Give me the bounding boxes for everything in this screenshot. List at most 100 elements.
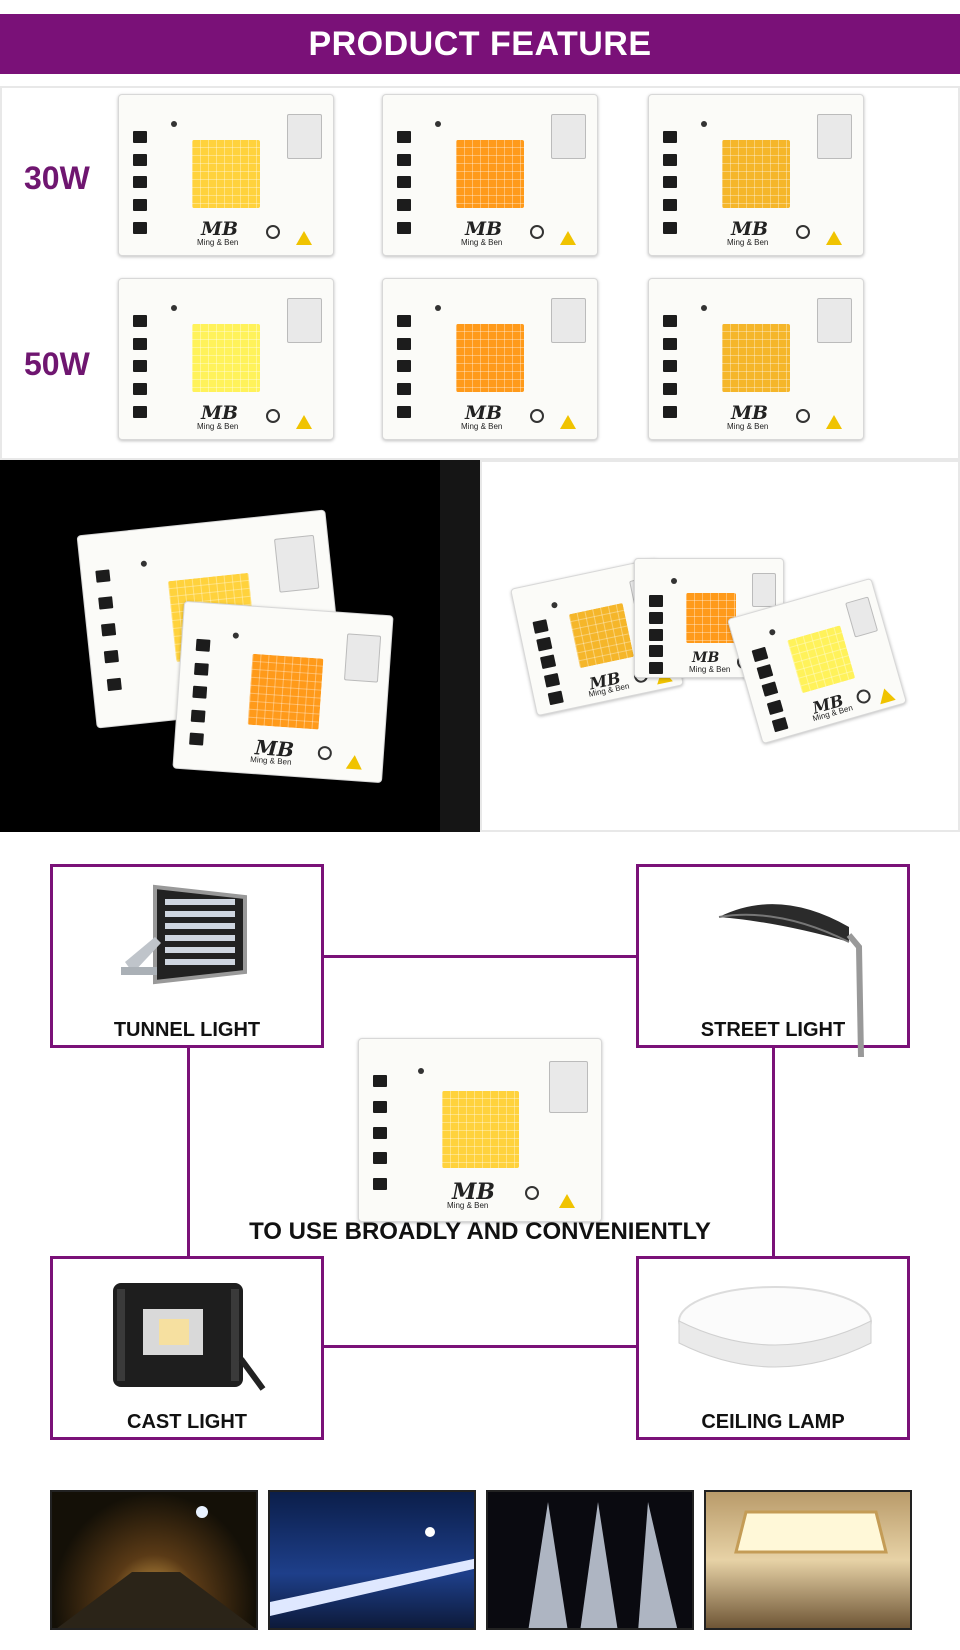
driver-strip [127, 293, 153, 427]
ceiling-lamp-icon [678, 1286, 872, 1368]
driver-ic [766, 699, 784, 715]
driver-ic [373, 1126, 387, 1139]
mounting-hole [140, 560, 148, 568]
brand-name: Ming & Ben [727, 238, 769, 247]
app-label: CEILING LAMP [701, 1411, 845, 1433]
led-array [192, 324, 260, 392]
warning-icon [560, 231, 576, 245]
brand-logo: MB [465, 402, 503, 424]
driver-ic [649, 595, 663, 607]
rectifier-components [551, 298, 586, 343]
brand-name: Ming & Ben [727, 422, 769, 431]
rectifier-components [752, 573, 776, 607]
connector-left [187, 1045, 190, 1257]
driver-ic [397, 131, 411, 143]
driver-ic [536, 636, 553, 652]
driver-ic [663, 337, 677, 350]
bridge-photo [268, 1490, 476, 1630]
driver-ic [133, 315, 147, 327]
driver-strip [522, 596, 569, 706]
rectifier-components [287, 114, 322, 159]
driver-ic [190, 709, 206, 723]
driver-ic [133, 221, 147, 234]
connector-top [322, 955, 638, 958]
mounting-hole [418, 1068, 424, 1074]
driver-ic [101, 623, 117, 637]
brand-logo: MB [201, 218, 239, 240]
mounting-hole [435, 121, 441, 127]
driver-strip [391, 109, 417, 243]
mounting-hole [171, 305, 177, 311]
led-array [722, 324, 790, 392]
led-array [568, 602, 634, 669]
tunnel-photo [50, 1490, 258, 1630]
led-array [247, 653, 324, 730]
street-light-icon [718, 904, 864, 1057]
driver-ic [540, 654, 557, 670]
warning-icon [296, 231, 312, 245]
driver-ic [133, 383, 147, 396]
driver-ic [397, 360, 411, 373]
driver-ic [397, 383, 411, 396]
driver-ic [547, 690, 564, 706]
app-label: TUNNEL LIGHT [113, 1019, 261, 1041]
driver-ic [663, 360, 677, 373]
stage-photo [486, 1490, 694, 1630]
driver-ic [373, 1100, 387, 1113]
app-label: CAST LIGHT [127, 1411, 247, 1433]
led-array [722, 140, 790, 208]
driver-ic [397, 337, 411, 350]
app-cast-light: CAST LIGHT [50, 1256, 324, 1440]
driver-ic [106, 677, 122, 691]
driver-strip [391, 293, 417, 427]
driver-ic [649, 628, 663, 641]
connector-bottom [322, 1345, 638, 1348]
driver-ic [133, 153, 147, 166]
driver-ic [532, 619, 549, 634]
driver-strip [87, 547, 130, 715]
screw-ring [854, 687, 873, 706]
driver-ic [397, 153, 411, 166]
brand-logo: MB [465, 218, 503, 240]
mounting-hole [671, 578, 677, 584]
driver-strip [367, 1053, 393, 1209]
app-tunnel-light: TUNNEL LIGHT [50, 864, 324, 1048]
driver-ic [663, 383, 677, 396]
rectifier-components [551, 114, 586, 159]
brand-logo: MB [452, 1179, 495, 1205]
warning-icon [559, 1194, 575, 1208]
driver-strip [657, 109, 683, 243]
brand-logo: MB [731, 218, 769, 240]
driver-ic [663, 199, 677, 212]
screw-ring [530, 409, 544, 423]
driver-ic [397, 199, 411, 212]
tunnel-light-icon [121, 884, 247, 985]
driver-strip [657, 293, 683, 427]
rectifier-components [343, 633, 382, 683]
mounting-hole [232, 632, 240, 639]
screw-ring [796, 409, 810, 423]
driver-strip [740, 624, 793, 733]
driver-ic [397, 176, 411, 189]
warning-icon [826, 415, 842, 429]
driver-ic [756, 664, 774, 680]
led-array [456, 324, 524, 392]
screw-ring [317, 745, 333, 761]
driver-ic [192, 685, 208, 699]
brand-name: Ming & Ben [447, 1201, 489, 1210]
app-ceiling-lamp: CEILING LAMP [636, 1256, 910, 1440]
flood-light-icon [113, 1283, 266, 1391]
driver-ic [397, 221, 411, 234]
driver-ic [663, 176, 677, 189]
screw-ring [796, 225, 810, 239]
driver-ic [663, 221, 677, 234]
rectifier-components [549, 1061, 588, 1113]
